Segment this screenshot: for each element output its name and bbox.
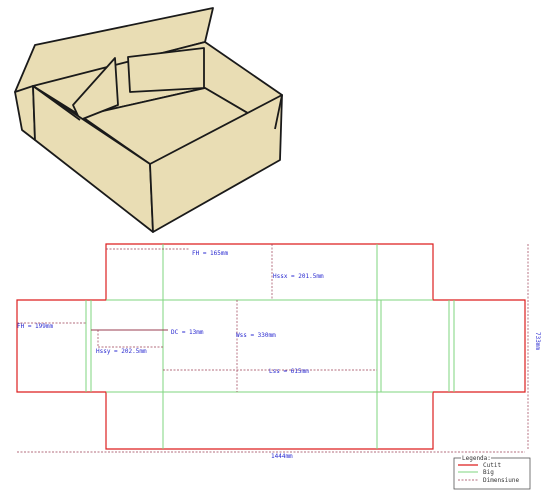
box-front-right-wall: [149, 94, 283, 233]
legend-box: [453, 457, 531, 490]
box-center-inner-flap: [127, 47, 205, 93]
dim-label-fh-top: FH = 165mm: [192, 250, 229, 257]
dim-label-lss: Lss = 615mm: [269, 368, 309, 375]
legend: Legenda: Cutit Big Dimensiune: [453, 455, 531, 490]
dim-label-total-height: 733mm: [534, 332, 541, 350]
fold-lines: [85, 244, 455, 449]
box-rim-line: [32, 85, 81, 121]
legend-title: Legenda:: [462, 455, 491, 462]
dimension-lines: [17, 244, 529, 453]
box-rim-line-right: [274, 94, 283, 130]
legend-dimension-label: Dimensiune: [483, 477, 520, 484]
box-3d-illustration: [14, 7, 283, 233]
dim-label-fh-left: FH = 199mm: [17, 323, 54, 330]
dim-label-dc: DC = 13mm: [171, 329, 204, 336]
legend-cut-label: Cutit: [483, 462, 501, 469]
dim-label-total-width: 1444mm: [271, 453, 293, 460]
dim-label-wss: Wss = 330mm: [236, 332, 276, 339]
box-left-outer-flap: [14, 85, 36, 141]
dim-label-hssx: Hssx = 201.5mm: [273, 273, 324, 280]
dim-label-hssy: Hssy = 202.5mm: [96, 348, 147, 355]
legend-fold-label: Big: [483, 469, 494, 476]
dieline: FH = 165mm Hssx = 201.5mm FH = 199mm DC …: [16, 243, 541, 460]
